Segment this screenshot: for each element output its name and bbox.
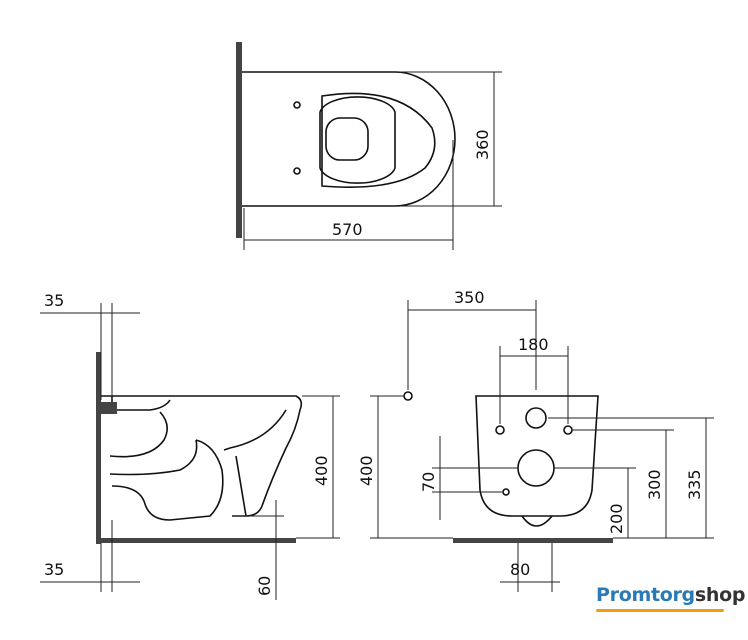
side-view-wall xyxy=(96,352,101,544)
front-view-bolt-right xyxy=(563,425,573,435)
side-view-bracket xyxy=(101,402,117,414)
dim-335-label: 335 xyxy=(685,469,704,500)
dim-400-front-label: 400 xyxy=(357,455,376,486)
front-view: 350 180 400 70 80 200 300 335 xyxy=(357,288,714,592)
dim-570-label: 570 xyxy=(332,220,363,239)
dim-400-side-label: 400 xyxy=(312,455,331,486)
dim-300-label: 300 xyxy=(645,469,664,500)
side-view-floor xyxy=(96,538,296,543)
brand-underline xyxy=(596,609,724,612)
brand-logo[interactable]: Promtorgshop xyxy=(596,584,745,606)
brand-logo-part1: Promtorg xyxy=(596,584,695,606)
top-view-hole-2 xyxy=(293,167,301,175)
dim-80-label: 80 xyxy=(510,560,530,579)
top-view-bowl-outline xyxy=(242,71,456,207)
dim-200-label: 200 xyxy=(607,503,626,534)
side-view: 35 35 400 60 xyxy=(40,291,340,600)
dim-35-bottom-label: 35 xyxy=(44,560,64,579)
top-view-drain xyxy=(325,117,369,161)
top-view-seat-opening xyxy=(319,96,396,184)
front-view-outlet xyxy=(517,449,555,487)
dim-360-label: 360 xyxy=(473,129,492,160)
front-view-bolt-left xyxy=(495,425,505,435)
dim-350-label: 350 xyxy=(454,288,485,307)
front-view-inlet xyxy=(525,407,547,429)
brand-logo-part2: shop xyxy=(694,584,746,606)
dim-35-top-label: 35 xyxy=(44,291,64,310)
top-view-wall xyxy=(236,42,242,238)
side-view-bowl-outline xyxy=(101,395,303,517)
dim-70-label: 70 xyxy=(419,472,438,492)
front-view-outline xyxy=(475,395,599,517)
dim-60-label: 60 xyxy=(255,576,274,596)
top-view-hole-1 xyxy=(293,101,301,109)
side-view-trap xyxy=(109,411,168,458)
front-view-floor xyxy=(453,538,613,543)
front-view-axis-point xyxy=(403,391,413,401)
dim-180-label: 180 xyxy=(518,335,549,354)
top-view: 570 360 xyxy=(236,42,502,250)
top-view-rim xyxy=(321,92,436,188)
